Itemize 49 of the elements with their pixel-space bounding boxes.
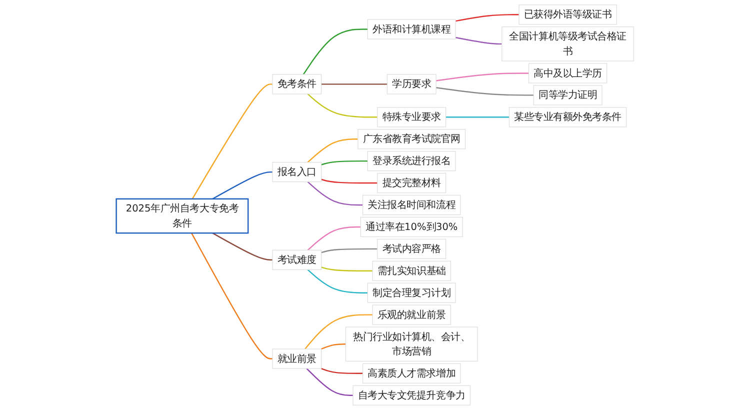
node-box: 已获得外语等级证书 xyxy=(518,4,617,25)
connector xyxy=(321,266,373,272)
node-box: 广东省教育考试院官网 xyxy=(358,129,466,150)
connector xyxy=(455,14,519,22)
connector xyxy=(307,138,358,163)
connector xyxy=(304,314,373,350)
node-box: 高中及以上学历 xyxy=(528,63,608,84)
connector xyxy=(321,368,363,374)
connector xyxy=(321,178,378,184)
node-box: 考试内容严格 xyxy=(377,238,446,259)
connector xyxy=(212,232,272,261)
connector xyxy=(321,84,388,85)
connector xyxy=(212,171,272,200)
node-box: 关注报名时间和流程 xyxy=(362,194,461,216)
connector xyxy=(302,28,368,75)
connector xyxy=(307,269,368,294)
connector xyxy=(321,344,346,350)
connector xyxy=(192,84,272,200)
node-box: 需扎实知识基础 xyxy=(372,260,451,281)
node-box: 全国计算机等级考试合格证书 xyxy=(502,26,634,62)
node-box: 特殊专业要求 xyxy=(377,107,446,128)
node-box: 报名入口 xyxy=(272,162,322,182)
connector xyxy=(446,116,510,118)
node-box: 某些专业有额外免考条件 xyxy=(508,107,627,128)
node-box: 通过率在10%到30% xyxy=(360,216,463,238)
connector xyxy=(306,368,354,396)
node-box: 提交完整材料 xyxy=(377,172,446,194)
node-box: 乐观的就业前景 xyxy=(372,304,451,325)
node-box: 外语和计算机课程 xyxy=(367,19,456,40)
connector xyxy=(191,232,272,360)
node-box: 免考条件 xyxy=(272,74,322,94)
connector xyxy=(436,87,534,96)
node-box: 热门行业如计算机、会计、市场营销 xyxy=(345,326,478,362)
node-box: 2025年广州自考大专免考条件 xyxy=(116,198,249,234)
node-box: 自考大专文凭提升竞争力 xyxy=(352,385,470,406)
connector xyxy=(307,94,378,118)
connector xyxy=(321,248,378,254)
connector xyxy=(307,181,363,206)
node-box: 制定合理复习计划 xyxy=(367,282,456,303)
node-box: 考试难度 xyxy=(272,250,322,270)
node-box: 同等学力证明 xyxy=(533,85,602,106)
connector xyxy=(307,226,361,251)
connector xyxy=(436,72,529,82)
connector xyxy=(321,160,368,166)
node-box: 就业前景 xyxy=(272,348,322,369)
node-box: 高素质人才需求增加 xyxy=(362,363,461,384)
connector xyxy=(455,36,502,45)
node-box: 学历要求 xyxy=(386,74,436,94)
node-box: 登录系统进行报名 xyxy=(367,151,456,172)
